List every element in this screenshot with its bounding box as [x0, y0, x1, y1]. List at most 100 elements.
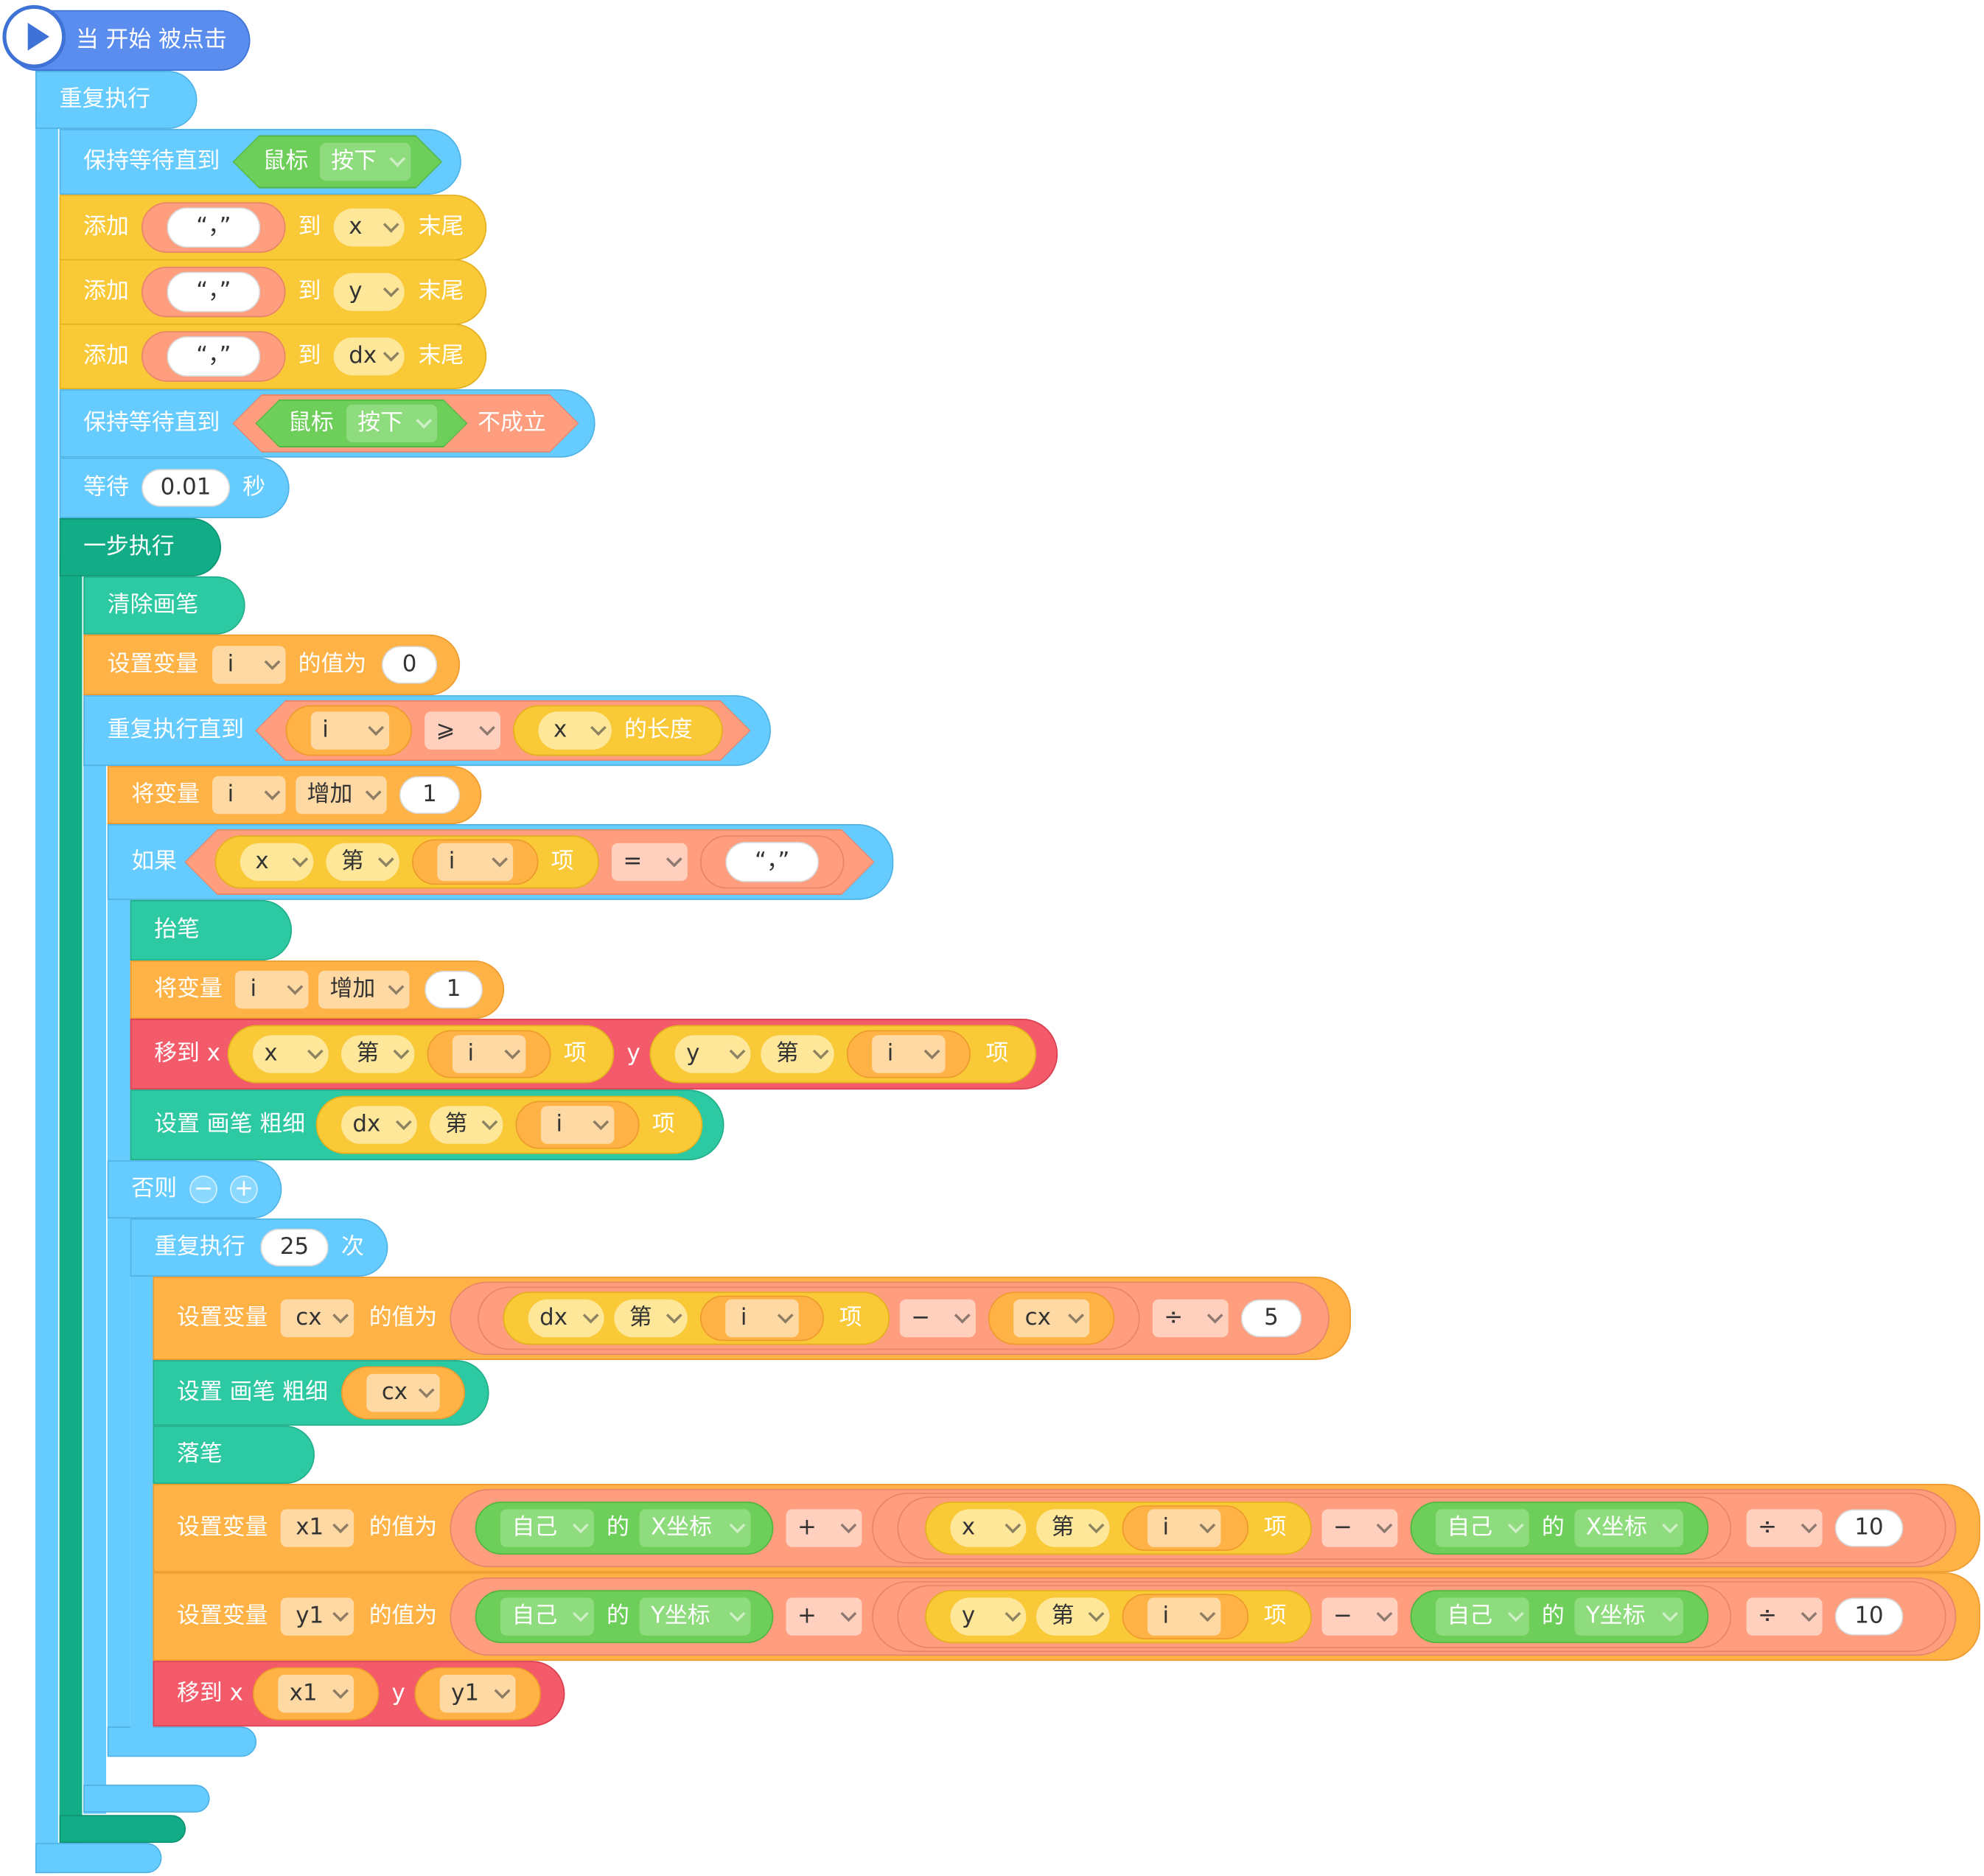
comma-string-input[interactable]: “，”: [167, 207, 261, 248]
object-dropdown[interactable]: 自己: [1435, 1509, 1529, 1547]
clear-pen-block[interactable]: [83, 576, 245, 635]
operator-dropdown[interactable]: +: [786, 1597, 862, 1636]
list-dropdown[interactable]: dx: [340, 1106, 417, 1144]
number-value: 1: [422, 781, 437, 808]
list-dropdown[interactable]: x: [950, 1509, 1027, 1547]
chevron-down-icon: [383, 281, 399, 298]
variable-dropdown[interactable]: i: [1147, 1597, 1221, 1636]
forever-block[interactable]: [35, 71, 198, 129]
of-label: 的: [607, 1603, 629, 1630]
object-dropdown[interactable]: 自己: [500, 1509, 594, 1547]
dropdown-value: y1: [451, 1679, 480, 1706]
item-mode-dropdown[interactable]: 第: [1036, 1597, 1110, 1636]
operator-dropdown[interactable]: −: [1321, 1597, 1398, 1636]
object-dropdown[interactable]: 自己: [1435, 1597, 1529, 1636]
change-mode-dropdown[interactable]: 增加: [318, 970, 410, 1009]
item-mode-dropdown[interactable]: 第: [614, 1299, 688, 1338]
comma-string-input[interactable]: “，”: [167, 271, 261, 313]
mouse-state-dropdown[interactable]: 按下: [319, 142, 411, 181]
list-dropdown[interactable]: x: [252, 1035, 329, 1073]
one-step-block[interactable]: [59, 518, 222, 576]
operator-dropdown[interactable]: +: [786, 1509, 862, 1547]
pen-up-block[interactable]: [130, 899, 293, 961]
value-input[interactable]: 0: [381, 646, 438, 684]
repeat-times-block[interactable]: [130, 1218, 388, 1277]
variable-dropdown[interactable]: i: [234, 970, 309, 1009]
operator-dropdown[interactable]: −: [1321, 1509, 1398, 1547]
variable-dropdown[interactable]: i: [540, 1106, 615, 1144]
operator-dropdown[interactable]: −: [899, 1299, 976, 1338]
list-dropdown[interactable]: y: [333, 273, 405, 311]
chevron-down-icon: [395, 1114, 412, 1131]
list-dropdown[interactable]: x: [538, 711, 612, 750]
item-label: 项: [551, 848, 574, 875]
one-step-end[interactable]: [59, 1815, 186, 1844]
list-dropdown[interactable]: y: [950, 1597, 1027, 1636]
dropdown-value: y: [349, 278, 363, 305]
comma-string-input[interactable]: “，”: [167, 336, 261, 377]
variable-dropdown[interactable]: cx: [280, 1299, 354, 1338]
forever-arm: [35, 114, 58, 1874]
variable-dropdown[interactable]: i: [310, 711, 390, 750]
variable-dropdown[interactable]: cx: [1013, 1299, 1090, 1338]
property-dropdown[interactable]: Y坐标: [639, 1597, 751, 1636]
divisor-input[interactable]: 10: [1834, 1509, 1904, 1547]
operator-dropdown[interactable]: ÷: [1746, 1509, 1823, 1547]
dropdown-value: 按下: [331, 147, 377, 175]
variable-dropdown[interactable]: x1: [280, 1509, 354, 1547]
operator-dropdown[interactable]: ÷: [1152, 1299, 1229, 1338]
variable-dropdown[interactable]: i: [725, 1299, 799, 1338]
variable-dropdown[interactable]: y1: [280, 1597, 354, 1636]
forever-end[interactable]: [35, 1843, 162, 1874]
operator-dropdown[interactable]: ⩾: [425, 711, 501, 750]
dropdown-value: x: [553, 716, 567, 744]
amount-input[interactable]: 1: [425, 970, 483, 1009]
list-dropdown[interactable]: x: [333, 208, 405, 247]
list-dropdown[interactable]: y: [674, 1035, 751, 1073]
clear-pen-label: 清除画笔: [107, 591, 199, 618]
item-mode-dropdown[interactable]: 第: [429, 1106, 503, 1144]
seconds-input[interactable]: 0.01: [142, 469, 231, 507]
property-dropdown[interactable]: X坐标: [639, 1509, 751, 1547]
y-label: y: [391, 1679, 405, 1706]
list-dropdown[interactable]: dx: [528, 1299, 604, 1338]
chevron-down-icon: [840, 1517, 857, 1534]
property-dropdown[interactable]: X坐标: [1574, 1509, 1683, 1547]
amount-input[interactable]: 1: [399, 775, 461, 815]
variable-dropdown[interactable]: i: [1147, 1509, 1221, 1547]
dropdown-value: i: [448, 848, 455, 875]
item-mode-dropdown[interactable]: 第: [761, 1035, 834, 1073]
item-mode-dropdown[interactable]: 第: [1036, 1509, 1110, 1547]
property-dropdown[interactable]: Y坐标: [1574, 1597, 1683, 1636]
divisor-input[interactable]: 5: [1240, 1299, 1302, 1338]
one-step-label: 一步执行: [83, 533, 175, 560]
variable-dropdown[interactable]: i: [452, 1035, 526, 1073]
add-branch-icon[interactable]: +: [230, 1175, 258, 1204]
item-mode-dropdown[interactable]: 第: [340, 1035, 415, 1073]
repeat-until-end[interactable]: [83, 1785, 210, 1813]
list-dropdown[interactable]: dx: [333, 337, 405, 376]
pen-down-block[interactable]: [153, 1426, 315, 1485]
change-mode-dropdown[interactable]: 增加: [296, 775, 387, 815]
mouse-state-dropdown[interactable]: 按下: [346, 404, 438, 443]
variable-dropdown[interactable]: i: [212, 775, 286, 815]
item-mode-dropdown[interactable]: 第: [326, 843, 399, 882]
remove-branch-icon[interactable]: −: [189, 1175, 217, 1204]
object-dropdown[interactable]: 自己: [500, 1597, 594, 1636]
variable-dropdown[interactable]: i: [212, 646, 286, 684]
chevron-down-icon: [1662, 1517, 1678, 1534]
divisor-input[interactable]: 10: [1834, 1597, 1904, 1636]
operator-dropdown[interactable]: =: [611, 843, 688, 882]
repeat-count-input[interactable]: 25: [260, 1228, 329, 1267]
variable-dropdown[interactable]: cx: [366, 1373, 440, 1412]
variable-dropdown[interactable]: i: [872, 1035, 946, 1073]
chevron-down-icon: [494, 1682, 511, 1699]
variable-dropdown[interactable]: i: [437, 843, 514, 882]
list-dropdown[interactable]: x: [240, 843, 314, 882]
variable-dropdown[interactable]: y1: [439, 1674, 516, 1713]
chevron-down-icon: [590, 719, 607, 736]
comma-string-input[interactable]: “，”: [725, 841, 820, 882]
variable-dropdown[interactable]: x1: [278, 1674, 354, 1713]
dropdown-value: i: [887, 1040, 894, 1067]
operator-dropdown[interactable]: ÷: [1746, 1597, 1823, 1636]
